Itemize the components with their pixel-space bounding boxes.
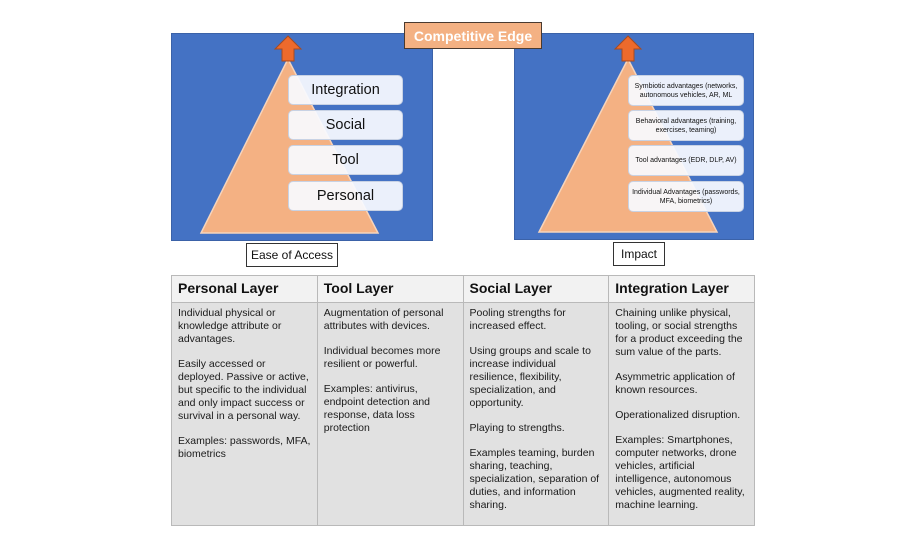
header-tool-layer: Tool Layer bbox=[316, 275, 464, 303]
layer-box-symbiotic: Symbiotic advantages (networks, autonomo… bbox=[628, 75, 744, 106]
table-row: Individual physical or knowledge attribu… bbox=[171, 302, 755, 526]
ease-of-access-panel: Integration Social Tool Personal bbox=[171, 33, 433, 241]
cell-paragraph: Individual becomes more resilient or pow… bbox=[323, 345, 441, 370]
cell-integration-layer: Chaining unlike physical, tooling, or so… bbox=[608, 302, 755, 526]
cell-paragraph: Using groups and scale to increase indiv… bbox=[469, 345, 591, 409]
layer-box-personal: Personal bbox=[288, 181, 403, 211]
cell-paragraph: Individual physical or knowledge attribu… bbox=[178, 307, 282, 345]
cell-paragraph: Examples: passwords, MFA, biometrics bbox=[178, 435, 311, 460]
layer-box-social: Social bbox=[288, 110, 403, 140]
ease-of-access-caption: Ease of Access bbox=[246, 243, 338, 267]
header-integration-layer: Integration Layer bbox=[608, 275, 755, 303]
cell-paragraph: Augmentation of personal attributes with… bbox=[323, 307, 444, 332]
header-social-layer: Social Layer bbox=[462, 275, 610, 303]
cell-paragraph: Asymmetric application of known resource… bbox=[615, 371, 735, 396]
cell-tool-layer: Augmentation of personal attributes with… bbox=[316, 302, 464, 526]
impact-panel: Symbiotic advantages (networks, autonomo… bbox=[514, 33, 754, 240]
cell-paragraph: Examples teaming, burden sharing, teachi… bbox=[469, 447, 600, 511]
layer-box-behavioral: Behavioral advantages (training, exercis… bbox=[628, 110, 744, 141]
layers-table: Personal Layer Tool Layer Social Layer I… bbox=[171, 275, 755, 526]
cell-personal-layer: Individual physical or knowledge attribu… bbox=[171, 302, 318, 526]
cell-paragraph: Examples: antivirus, endpoint detection … bbox=[323, 383, 431, 434]
layer-box-individual: Individual Advantages (passwords, MFA, b… bbox=[628, 181, 744, 212]
cell-paragraph: Easily accessed or deployed. Passive or … bbox=[178, 358, 309, 422]
cell-paragraph: Pooling strengths for increased effect. bbox=[469, 307, 566, 332]
cell-social-layer: Pooling strengths for increased effect. … bbox=[462, 302, 610, 526]
layer-box-integration: Integration bbox=[288, 75, 403, 105]
cell-paragraph: Playing to strengths. bbox=[469, 422, 565, 434]
up-arrow-icon bbox=[613, 35, 643, 62]
impact-caption: Impact bbox=[613, 242, 665, 266]
cell-paragraph: Examples: Smartphones, computer networks… bbox=[615, 434, 745, 511]
up-arrow-icon bbox=[273, 35, 303, 62]
layer-box-tool-advantages: Tool advantages (EDR, DLP, AV) bbox=[628, 145, 744, 176]
cell-paragraph: Chaining unlike physical, tooling, or so… bbox=[615, 307, 743, 358]
cell-paragraph: Operationalized disruption. bbox=[615, 409, 741, 421]
layer-box-tool: Tool bbox=[288, 145, 403, 175]
table-header-row: Personal Layer Tool Layer Social Layer I… bbox=[171, 275, 755, 303]
competitive-edge-banner: Competitive Edge bbox=[404, 22, 542, 49]
header-personal-layer: Personal Layer bbox=[171, 275, 318, 303]
